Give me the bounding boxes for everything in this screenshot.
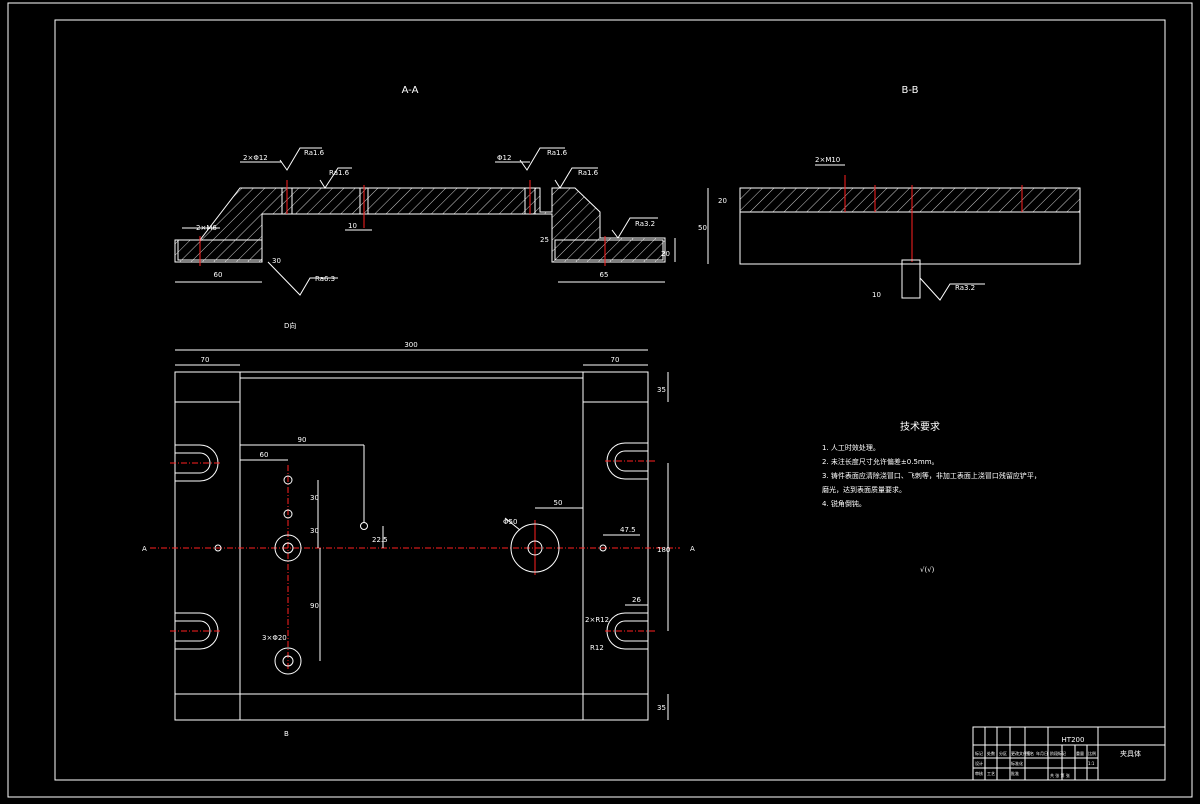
tb-cell-9: 工艺 [987,771,995,776]
dim-phi50: Φ50 [503,518,517,526]
bb-key-note: 10 [872,291,881,299]
dim-30-b: 30 [310,527,319,535]
aa-roughness-6: Ra6.3 [315,275,335,283]
aa-dim-65: 65 [600,271,609,279]
section-aa-body [174,187,666,263]
hole-2 [283,509,293,519]
hole-boss-2 [274,647,302,675]
aa-dim-20: 20 [661,250,670,258]
aa-roughness-2: Ra1.6 [329,169,350,177]
bb-hole-note: 2×M10 [815,156,840,164]
tech-line-2: 2. 未注长度尺寸允许偏差±0.5mm。 [822,457,939,466]
tb-cell-11: 阶段标记 [1050,750,1066,756]
tb-cell-3: 更改文件号 [1011,750,1031,756]
plan-outline [174,371,649,721]
hole-1 [283,475,293,485]
bb-dim-20: 20 [718,197,727,205]
section-aa-left-foot [177,239,263,261]
tb-cell-10: 批准 [1011,770,1019,776]
plan-view: D向 [142,321,695,738]
tb-cell-1: 处数 [987,750,995,756]
tb-cell-7: 标准化 [1011,760,1023,766]
tech-line-3: 3. 铸件表面应清除浇冒口、飞刺等，非加工表面上浇冒口残留应铲平， [822,471,1041,480]
cut-marker-b: B [284,730,289,738]
dim-35-top: 35 [657,386,666,394]
tb-cell-5: 年月日 [1036,750,1048,756]
cut-marker-a-left: A [142,545,147,553]
dim-70-left: 70 [201,356,210,364]
section-bb-label: B-B [902,85,919,96]
aa-hole-note-1: 2×Φ12 [243,154,268,162]
roughness-other: √(√) [920,566,935,574]
tech-line-4: 磨光，达到表面质量要求。 [822,485,906,494]
dim-30-a: 30 [310,494,319,502]
title-block: HT200 夹具体 标记 处数 分区 更改文件号 签名 年月日 设计 标准化 审… [972,726,1166,781]
hole-boss-1 [274,534,302,562]
dim-300: 300 [404,341,417,349]
outer-border [7,2,1193,798]
dim-90: 90 [310,602,319,610]
tb-cell-15: 1:1 [1088,761,1095,766]
section-aa-view: A-A Ra1.6 Ra1.6 Ra1.6 Ra1.6 Ra3.2 Ra6.3 … [174,85,676,296]
dim-35-bottom: 35 [657,704,666,712]
tb-cell-12: 重量 [1076,750,1084,756]
title-drawing-no: HT200 [1062,736,1085,744]
dim-r-slot2: R12 [590,644,604,652]
dim-phi20: 3×Φ20 [262,634,287,642]
dim-26: 26 [632,596,641,604]
tb-cell-2: 分区 [999,750,1007,756]
hole-5 [599,544,607,552]
section-bb-view: B-B 2×M10 50 20 10 Ra3.2 [698,85,1081,301]
aa-hole-note-3: 2×M6 [196,224,217,232]
view-d-label: D向 [284,321,296,330]
dim-22-5: 22.5 [372,536,388,544]
inner-border [54,19,1166,781]
cut-marker-a-right: A [690,545,695,553]
dim-60: 60 [260,451,269,459]
dim-180: 90 [298,436,307,444]
aa-roughness-4: Ra1.6 [578,169,599,177]
tb-cell-4: 签名 [1026,750,1034,756]
tech-line-5: 4. 锐角倒钝。 [822,499,866,508]
aa-dim-25: 25 [540,236,549,244]
aa-dim-10: 10 [348,222,357,230]
dim-50: 50 [554,499,563,507]
aa-roughness-5: Ra3.2 [635,220,655,228]
hole-4 [214,544,222,552]
section-aa-label: A-A [402,85,419,96]
tb-cell-13: 比例 [1088,750,1096,756]
tb-cell-6: 设计 [975,760,983,766]
tb-cell-14: 共 张 第 张 [1050,772,1070,778]
dim-70-right: 70 [611,356,620,364]
section-bb-body [739,211,1081,265]
aa-roughness-3: Ra1.6 [547,149,568,157]
bb-key [901,259,921,299]
bb-dim-50: 50 [698,224,707,232]
tech-line-1: 1. 人工时效处理。 [822,443,880,452]
hole-3 [360,522,368,530]
technical-requirements: 技术要求 1. 人工时效处理。 2. 未注长度尺寸允许偏差±0.5mm。 3. … [822,420,1041,574]
section-bb-top-plate [739,187,1081,213]
aa-roughness-1: Ra1.6 [304,149,325,157]
boss-phi50 [510,523,560,573]
section-aa-right-foot [554,239,664,261]
aa-dim-7: 30 [272,257,281,265]
aa-hole-note-2: Φ12 [497,154,511,162]
bb-roughness: Ra3.2 [955,284,975,292]
title-part-name: 夹具体 [1120,749,1141,758]
dim-r-slot: 2×R12 [585,616,609,624]
dim-160: 180 [657,546,670,554]
tech-heading: 技术要求 [900,420,940,433]
aa-dim-60: 60 [214,271,223,279]
tb-cell-8: 审核 [975,770,983,776]
dim-47-5: 47.5 [620,526,636,534]
tb-cell-0: 标记 [975,750,983,756]
